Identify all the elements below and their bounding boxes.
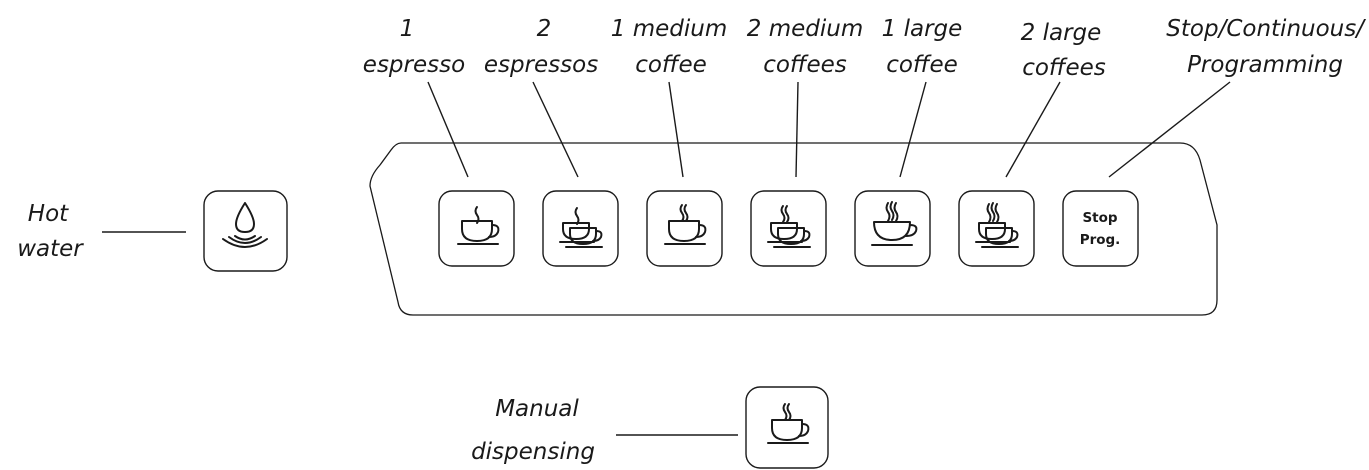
button-label: coffees — [763, 52, 847, 78]
leader-line — [1005, 81, 1061, 178]
hot-water-label: water — [17, 236, 84, 262]
leader-line — [427, 81, 469, 178]
hot-water-label: Hot — [28, 201, 69, 227]
leader-line — [899, 81, 927, 178]
leader-line — [795, 81, 799, 178]
key-2-espressos[interactable] — [542, 190, 619, 267]
leader-line — [668, 81, 684, 178]
water-drop-icon — [222, 202, 268, 248]
button-label: espresso — [363, 52, 465, 78]
button-label: coffee — [635, 52, 707, 78]
button-label: 2 large — [1021, 20, 1102, 46]
button-label: 2 — [537, 16, 552, 42]
key-1-espresso[interactable] — [438, 190, 515, 267]
hot-water-key[interactable] — [203, 190, 288, 272]
key-2-medium-coffees[interactable] — [750, 190, 827, 267]
button-label: coffee — [886, 52, 958, 78]
button-label: Programming — [1187, 52, 1343, 78]
button-label: espressos — [484, 52, 598, 78]
stop-prog-key[interactable]: Stop Prog. — [1062, 190, 1139, 267]
button-label: 1 large — [882, 16, 963, 42]
button-label: 1 medium — [611, 16, 727, 42]
manual-dispensing-key[interactable] — [745, 386, 829, 469]
leader-line — [1108, 81, 1231, 178]
key-2-large-coffees[interactable] — [958, 190, 1035, 267]
stop-key-text: Stop — [1082, 210, 1117, 226]
button-label: Stop/Continuous/ — [1166, 16, 1366, 42]
prog-key-text: Prog. — [1080, 232, 1121, 248]
manual-dispensing-label: Manual — [495, 396, 579, 422]
button-label: 2 medium — [747, 16, 863, 42]
key-1-medium-coffee[interactable] — [646, 190, 723, 267]
key-1-large-coffee[interactable] — [854, 190, 931, 267]
button-label: 1 — [400, 16, 415, 42]
leader-line — [532, 81, 579, 178]
button-label: coffees — [1022, 55, 1106, 81]
manual-dispensing-label: dispensing — [471, 439, 595, 465]
